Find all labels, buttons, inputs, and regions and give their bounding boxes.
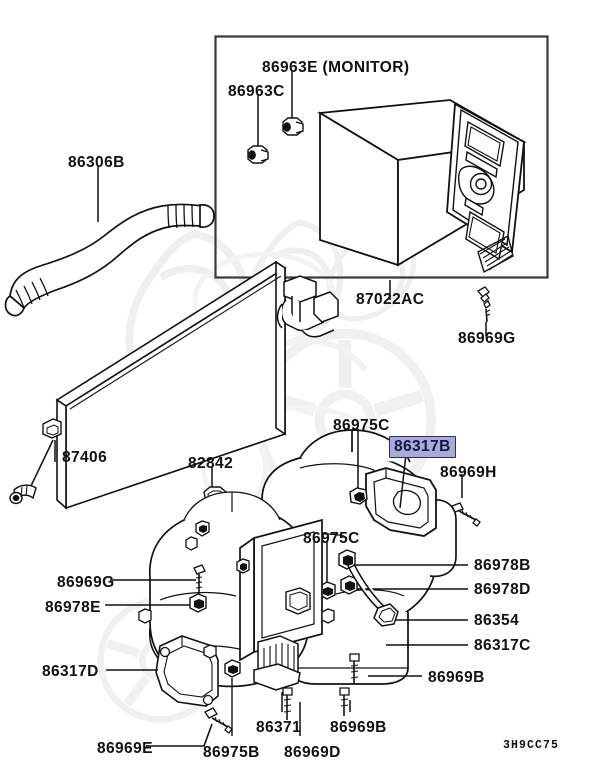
part-label-86317b[interactable]: 86317B: [389, 436, 456, 458]
part-label-86978e: 86978E: [45, 599, 101, 616]
part-label-86969e: 86969E: [97, 740, 153, 757]
part-label-86978d: 86978D: [474, 581, 531, 598]
part-86969b-screw-lower: [339, 687, 350, 716]
monitor-faceplate-controls: [457, 120, 514, 274]
part-86975c-upper-clip: [349, 487, 368, 505]
part-86963e-bolt: [282, 117, 304, 136]
part-86969g-upper-screw: [477, 286, 491, 323]
part-label-86969g: 86969G: [57, 574, 115, 591]
part-86354-link: [347, 563, 399, 627]
part-87406-grommet: [9, 484, 37, 505]
part-87022ac-pipes: [276, 275, 339, 338]
part-label-86306b: 86306B: [68, 154, 125, 171]
part-label-86371: 86371: [256, 719, 302, 736]
part-86975b-clip: [224, 659, 241, 736]
leader-87406: [29, 439, 56, 489]
part-label-86975b: 86975B: [203, 744, 260, 761]
part-86317d-actuator: [155, 635, 219, 707]
part-label-86969b: 86969B: [428, 669, 485, 686]
part-evaporator-panel: [55, 260, 287, 510]
part-label-86317c: 86317C: [474, 637, 531, 654]
part-86963c-bolt: [247, 145, 269, 164]
part-label-87406: 87406: [62, 449, 108, 466]
part-connector-block: [285, 587, 311, 615]
part-label-86969g: 86969G: [458, 330, 516, 347]
part-label-86975c: 86975C: [333, 417, 390, 434]
part-86969b-screw-right: [349, 653, 360, 684]
part-label-86354: 86354: [474, 612, 520, 629]
part-label-86963c: 86963C: [228, 83, 285, 100]
part-86969e-screw: [204, 707, 233, 734]
diagram-code: 3H9CC75: [503, 739, 560, 752]
part-label-87022ac: 87022AC: [356, 291, 425, 308]
detail-clips: [138, 520, 335, 659]
leader-86317b: [399, 453, 407, 509]
part-label-86975c: 86975C: [303, 530, 360, 547]
part-label-86969b: 86969B: [330, 719, 387, 736]
part-86978b-clip: [338, 549, 356, 570]
part-label-86969d: 86969D: [284, 744, 341, 761]
part-86969d-screw: [282, 687, 293, 720]
part-label-86963e-monitor: 86963E (MONITOR): [262, 59, 410, 76]
part-label-86969h: 86969H: [440, 464, 497, 481]
part-87406-clip: [42, 418, 62, 439]
part-label-86317d: 86317D: [42, 663, 99, 680]
part-label-82842: 82842: [188, 455, 234, 472]
monitor-inset-box-border: [214, 35, 549, 279]
part-86978d-clip: [340, 575, 358, 595]
part-86969g-lower-screw: [193, 564, 206, 594]
part-86306b-hose: [4, 203, 215, 317]
part-86371-resistor: [253, 635, 301, 691]
part-86978e-clip: [189, 593, 207, 613]
leader-86969e: [146, 723, 213, 747]
part-86969h-screw: [451, 502, 481, 527]
part-label-86978b: 86978B: [474, 557, 531, 574]
